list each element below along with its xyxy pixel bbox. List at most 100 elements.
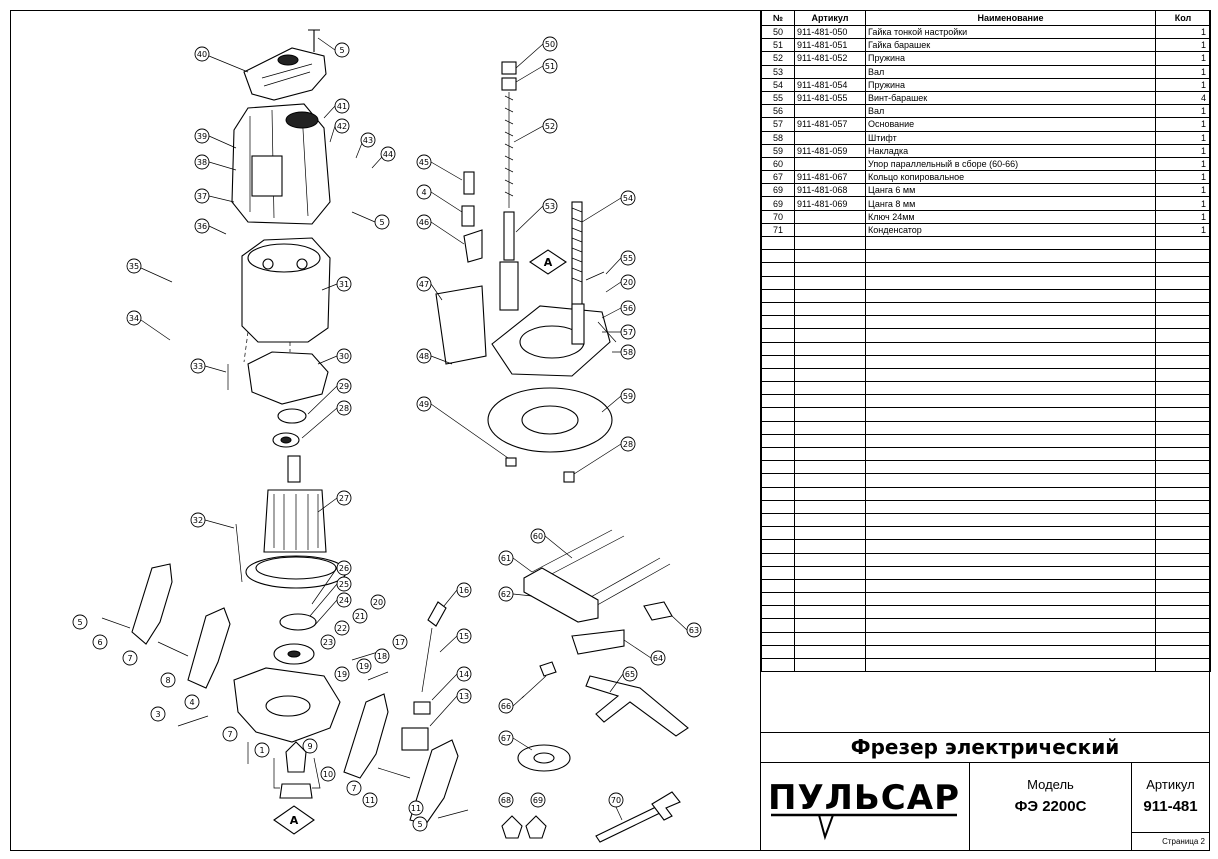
callout-19b: 20 (620, 274, 636, 290)
callout-6: 6 (92, 634, 108, 650)
callout-28b: 28 (620, 436, 636, 452)
cell-article: 911-481-069 (794, 196, 866, 211)
callout-52: 52 (542, 118, 558, 134)
screws-left (101, 29, 469, 819)
cell-name: Гайка барашек (865, 38, 1156, 53)
cell-empty (761, 249, 795, 264)
svg-text:25: 25 (339, 580, 349, 589)
svg-text:56: 56 (623, 304, 633, 313)
svg-text:14: 14 (459, 670, 469, 679)
cell-empty (761, 407, 795, 422)
cell-empty (865, 433, 1156, 449)
svg-text:21: 21 (355, 612, 365, 621)
cell-empty (1155, 275, 1211, 290)
svg-text:8: 8 (165, 676, 170, 685)
cell-num: 69 (761, 183, 795, 198)
cell-empty (865, 328, 1156, 343)
callout-67: 67 (498, 730, 514, 746)
cell-empty (794, 618, 866, 633)
cell-article (794, 209, 866, 224)
svg-text:7: 7 (227, 730, 232, 739)
cell-empty (794, 657, 866, 673)
callout-26: 26 (336, 560, 352, 576)
cell-empty (865, 526, 1156, 541)
cell-name: Цанга 6 мм (865, 183, 1156, 198)
table-row-empty (761, 539, 1211, 554)
callout-39: 39 (194, 128, 210, 144)
cell-name: Конденсатор (865, 222, 1156, 238)
callout-54: 54 (620, 190, 636, 206)
parallel-guide (523, 529, 673, 655)
cell-empty (1155, 486, 1211, 501)
cell-empty (865, 631, 1156, 646)
cell-empty (761, 486, 795, 501)
svg-text:34: 34 (129, 314, 139, 323)
callout-61: 61 (498, 550, 514, 566)
callout-12: 13 (456, 688, 472, 704)
callout-58: 58 (620, 344, 636, 360)
cell-empty (865, 473, 1156, 488)
callout-5d: 5 (412, 816, 428, 832)
svg-text:3: 3 (155, 710, 160, 719)
cell-empty (794, 275, 866, 290)
cell-empty (1155, 592, 1211, 607)
svg-text:43: 43 (363, 136, 373, 145)
callout-20: 20 (370, 594, 386, 610)
svg-text:22: 22 (337, 624, 347, 633)
cell-empty (794, 605, 866, 620)
cell-article: 911-481-050 (794, 24, 866, 40)
cell-empty (1155, 657, 1211, 673)
svg-text:51: 51 (545, 62, 555, 71)
cell-num: 69 (761, 196, 795, 211)
callout-49: 49 (416, 396, 432, 412)
cell-empty (865, 499, 1156, 514)
exploded-diagram: А А (72, 29, 702, 843)
callout-7c: 7 (346, 780, 362, 796)
header-num: № (761, 10, 795, 26)
cell-empty (1155, 473, 1211, 488)
wrench (595, 791, 681, 843)
cell-empty (794, 578, 866, 594)
cell-qty: 1 (1155, 24, 1211, 40)
page-number: Страница 2 (1162, 837, 1205, 846)
cell-empty (794, 526, 866, 541)
callout-18: 19 (356, 658, 372, 674)
cell-empty (865, 262, 1156, 277)
callout-7b: 7 (222, 726, 238, 742)
svg-text:31: 31 (339, 280, 349, 289)
cell-empty (1155, 341, 1211, 356)
cell-empty (761, 526, 795, 541)
svg-text:9: 9 (307, 742, 312, 751)
callout-5b: 5 (374, 214, 390, 230)
svg-text:16: 16 (459, 586, 469, 595)
callout-70: 70 (608, 792, 624, 808)
callout-32: 32 (190, 512, 206, 528)
cell-empty (865, 249, 1156, 264)
cell-empty (865, 275, 1156, 290)
svg-text:40: 40 (197, 50, 207, 59)
cell-empty (794, 420, 866, 435)
svg-text:13: 13 (459, 692, 469, 701)
cell-empty (761, 539, 795, 554)
table-row-empty (761, 512, 1211, 528)
callout-34: 34 (126, 310, 142, 326)
callout-66: 66 (498, 698, 514, 714)
callout-23: 23 (320, 634, 336, 650)
svg-text:70: 70 (611, 796, 621, 805)
motor-housing (231, 103, 331, 225)
cell-num: 57 (761, 117, 795, 132)
router-base (491, 303, 611, 377)
svg-text:46: 46 (419, 218, 429, 227)
cell-name: Накладка (865, 143, 1156, 158)
callout-42: 42 (334, 118, 350, 134)
callout-3: 3 (150, 706, 166, 722)
table-row-empty (761, 473, 1211, 488)
cell-empty (1155, 367, 1211, 383)
